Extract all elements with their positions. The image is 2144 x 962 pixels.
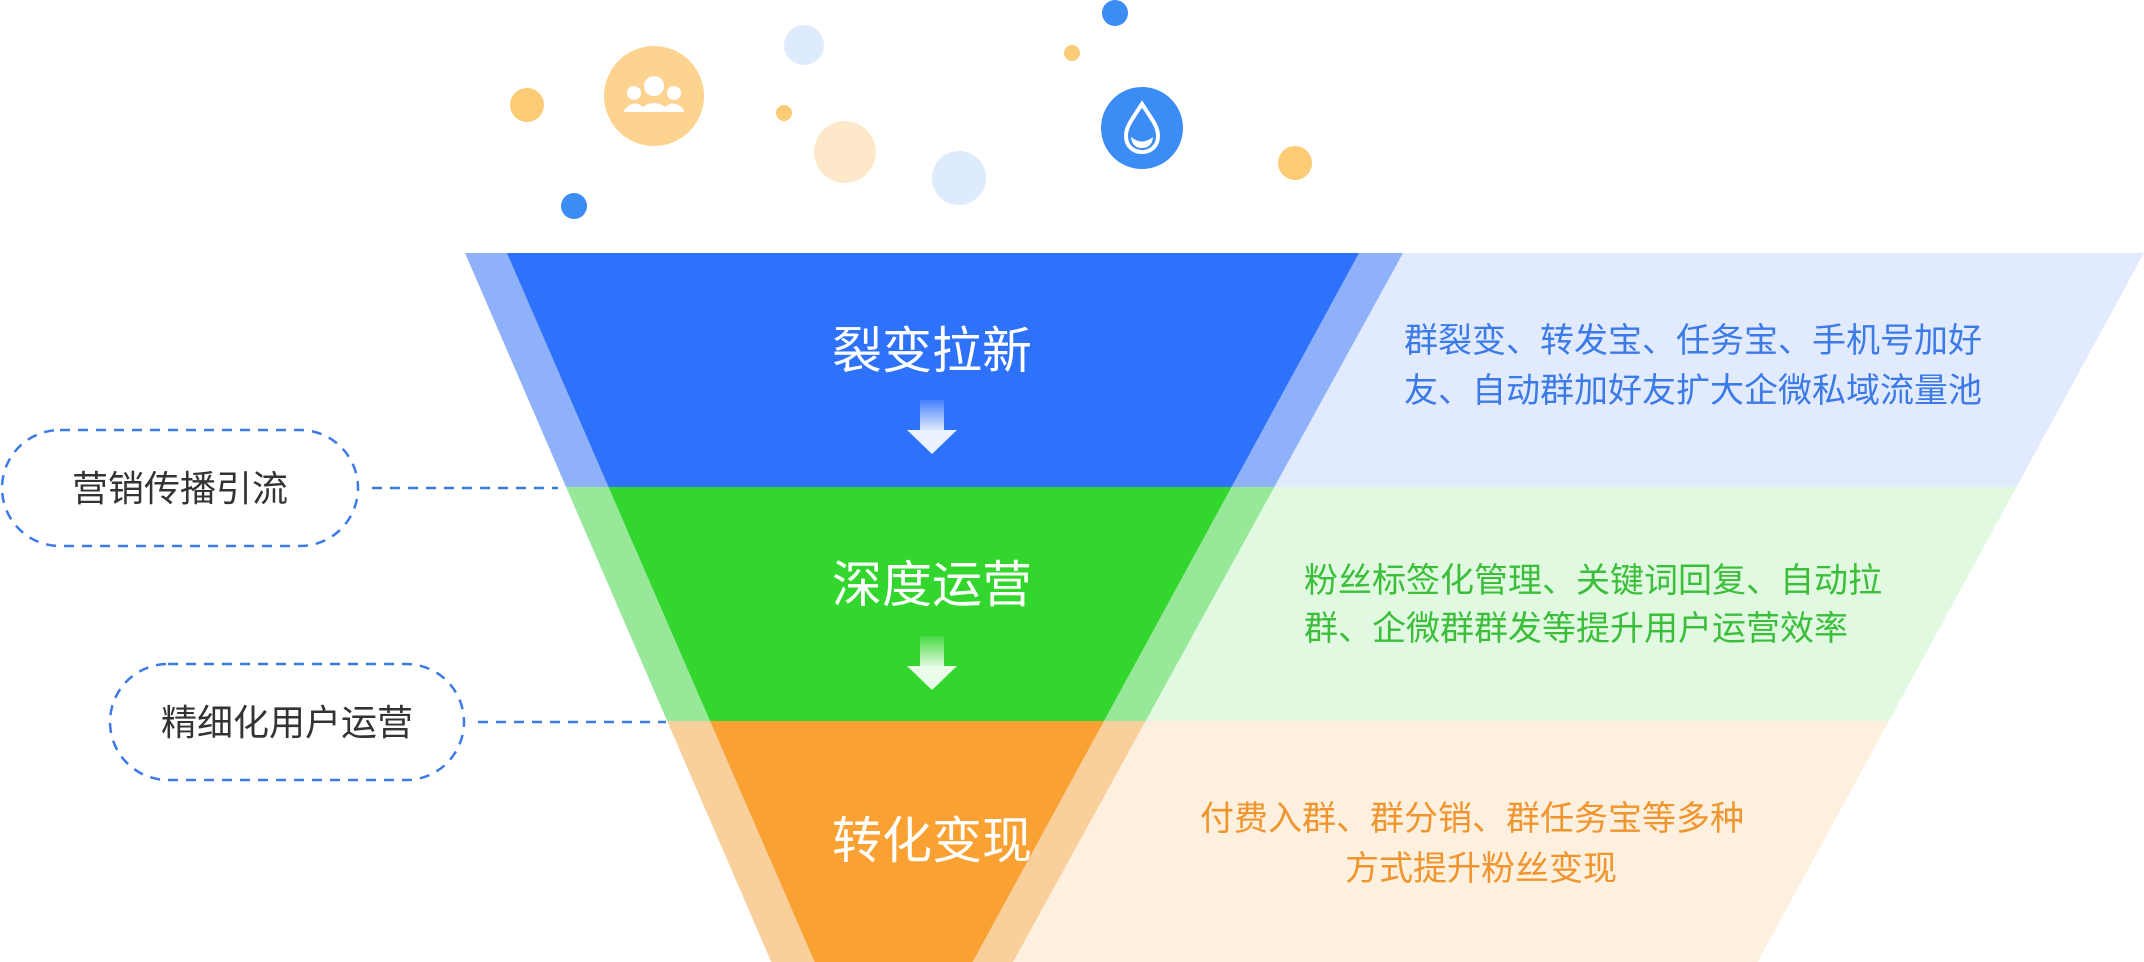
bubble xyxy=(1064,45,1080,61)
users-icon xyxy=(604,46,704,146)
stage-panel-3 xyxy=(972,721,1889,962)
stage-desc-3: 付费入群、群分销、群任务宝等多种 方式提升粉丝变现 xyxy=(1200,799,1755,889)
down-arrow-icon xyxy=(907,636,957,690)
bubble xyxy=(814,121,876,183)
stage-body-1 xyxy=(507,253,1359,487)
stage-body-3 xyxy=(710,721,1104,962)
stage-desc-2: 粉丝标签化管理、关键词回复、自动拉 群、企微群群发等提升用户运营效率 xyxy=(1304,561,1893,649)
stage-desc-line: 粉丝标签化管理、关键词回复、自动拉 xyxy=(1304,561,1882,601)
stage-desc-line: 友、自动群加好友扩大企微私域流量池 xyxy=(1404,371,1982,411)
stage-title-1: 裂变拉新 xyxy=(832,322,1032,380)
bubble xyxy=(1102,0,1128,26)
water-drop-icon xyxy=(1101,87,1183,169)
stage-title-3: 转化变现 xyxy=(832,812,1032,870)
bubble xyxy=(561,193,587,219)
side-label-marketing: 营销传播引流 xyxy=(0,428,558,548)
funnel-layers xyxy=(465,253,2144,962)
stage-body-2 xyxy=(608,487,1232,721)
stage-desc-line: 方式提升粉丝变现 xyxy=(1345,849,1617,889)
down-arrow-icon xyxy=(907,400,957,454)
bubble xyxy=(510,88,544,122)
bubble xyxy=(932,151,986,205)
stage-desc-line: 付费入群、群分销、群任务宝等多种 xyxy=(1200,799,1744,839)
bubble xyxy=(1278,146,1312,180)
stage-desc-line: 群裂变、转发宝、任务宝、手机号加好 xyxy=(1404,321,1982,361)
bubble xyxy=(776,105,792,121)
stage-panel-1 xyxy=(1231,253,2144,487)
stage-title-2: 深度运营 xyxy=(832,556,1032,614)
side-label-text: 营销传播引流 xyxy=(72,469,288,510)
side-label-text: 精细化用户运营 xyxy=(161,703,413,744)
stage-panel-2 xyxy=(1103,487,2017,721)
decorative-bubbles xyxy=(510,0,1312,219)
bubble xyxy=(784,25,824,65)
stage-desc-1: 群裂变、转发宝、任务宝、手机号加好 友、自动群加好友扩大企微私域流量池 xyxy=(1404,321,1993,411)
side-label-operation: 精细化用户运营 xyxy=(108,662,666,782)
stage-desc-line: 群、企微群群发等提升用户运营效率 xyxy=(1304,609,1848,649)
